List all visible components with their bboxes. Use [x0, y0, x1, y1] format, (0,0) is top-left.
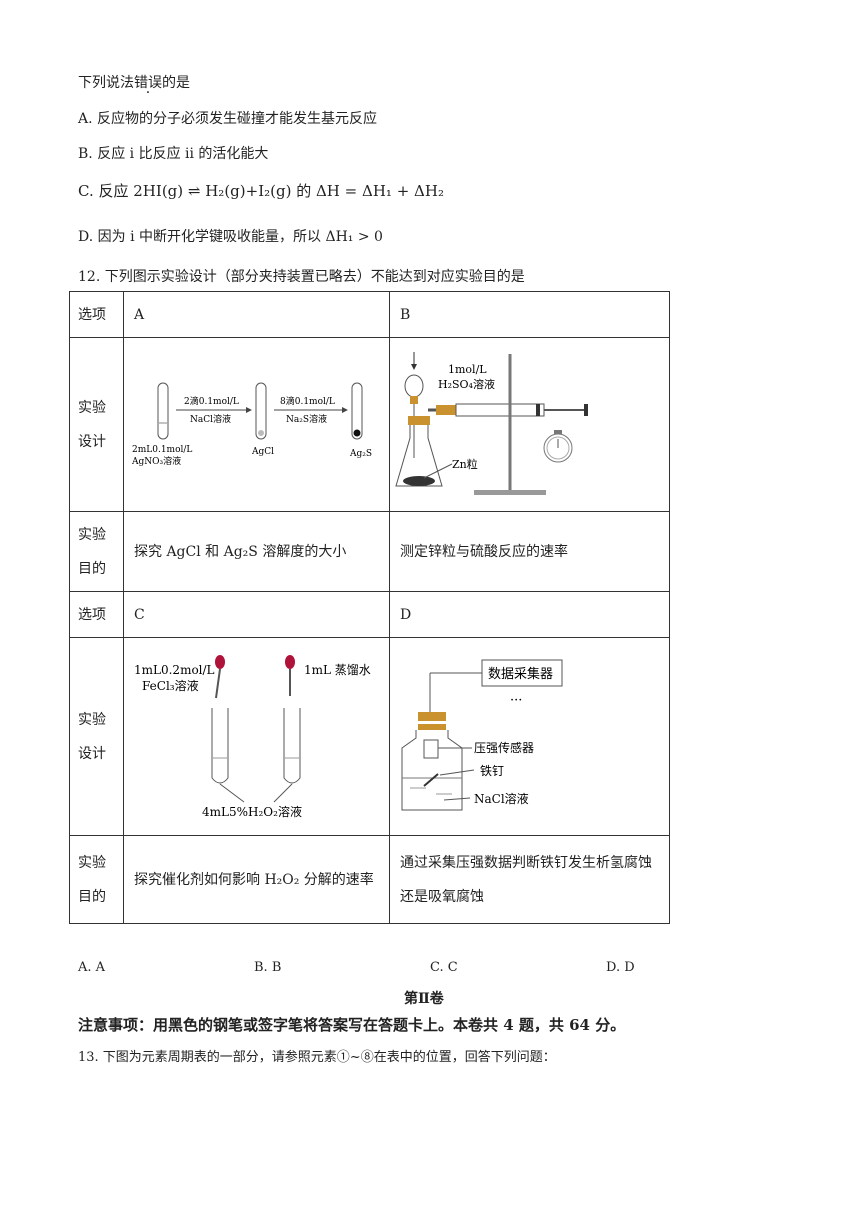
b-acid-label2: H₂SO₄溶液 — [438, 377, 495, 391]
answer-a: A. A — [78, 960, 106, 975]
d-nail-label: 铁钉 — [480, 764, 504, 778]
a-tube3-label: Ag₂S — [349, 449, 372, 459]
a-tube1-label2: AgNO₃溶液 — [131, 455, 181, 467]
emphasis-word: 错误 — [134, 75, 162, 91]
a-arrow1-label2: NaCl溶液 — [190, 413, 231, 425]
design-header: 实验设计 — [69, 337, 124, 512]
c-right-label: 1mL 蒸馏水 — [304, 663, 371, 677]
a-arrow1-label: 2滴0.1mol/L — [184, 395, 239, 407]
option-b-letter: B — [389, 291, 670, 338]
option-header-2: 选项 — [69, 591, 124, 638]
d-collector-label: 数据采集器 — [488, 666, 553, 682]
c-left-label2: FeCl₃溶液 — [142, 678, 199, 693]
goal-b: 测定锌粒与硫酸反应的速率 — [389, 511, 670, 592]
a-arrow2-label2: Na₂S溶液 — [286, 413, 327, 425]
option-a-letter: A — [123, 291, 390, 338]
goal-header: 实验目的 — [69, 511, 124, 592]
a-tube2-label: AgCl — [251, 447, 274, 457]
figure-a: 2mL0.1mol/L AgNO₃溶液 2滴0.1mol/L NaCl溶液 Ag… — [123, 337, 390, 512]
goal-a: 探究 AgCl 和 Ag₂S 溶解度的大小 — [123, 511, 390, 592]
figure-d: 数据采集器 ··· 压强传感器 铁钉 NaCl溶液 — [389, 637, 670, 836]
goal-header-2: 实验目的 — [69, 835, 124, 924]
option-d-letter: D — [389, 591, 670, 638]
svg-text:···: ··· — [510, 693, 522, 708]
d-sensor-label: 压强传感器 — [474, 740, 534, 755]
q12-stem: 12. 下列图示实验设计（部分夹持装置已略去）不能达到对应实验目的是 — [78, 269, 525, 285]
figure-c: 1mL0.2mol/L FeCl₃溶液 1mL 蒸馏水 4mL5%H₂O₂溶液 — [123, 637, 390, 836]
design-header-2: 实验设计 — [69, 637, 124, 836]
option-d: D. 因为 i 中断开化学键吸收能量，所以 ΔH₁ > 0 — [78, 229, 383, 245]
goal-d: 通过采集压强数据判断铁钉发生析氢腐蚀还是吸氧腐蚀 — [389, 835, 670, 924]
experiment-table: 选项 A B 实验设计 2mL0.1mol/L AgNO₃溶液 2滴0.1mol… — [69, 291, 670, 924]
q13-stem: 13. 下图为元素周期表的一部分，请参照元素①~⑧在表中的位置，回答下列问题： — [78, 1050, 556, 1065]
b-zn-label: Zn粒 — [452, 457, 478, 471]
c-left-label: 1mL0.2mol/L — [134, 663, 215, 677]
notice: 注意事项：用黑色的钢笔或签字笔将答案写在答题卡上。本卷共 4 题，共 64 分。 — [78, 1016, 626, 1034]
a-tube1-label: 2mL0.1mol/L — [132, 445, 192, 455]
d-solution-label: NaCl溶液 — [474, 791, 529, 806]
question-intro: 下列说法错误的是 — [78, 72, 190, 92]
a-arrow2-label: 8滴0.1mol/L — [280, 395, 335, 407]
goal-c: 探究催化剂如何影响 H₂O₂ 分解的速率 — [123, 835, 390, 924]
answer-c: C. C — [430, 960, 458, 975]
option-a: A. 反应物的分子必须发生碰撞才能发生基元反应 — [78, 111, 378, 127]
option-b: B. 反应 i 比反应 ii 的活化能大 — [78, 146, 269, 162]
figure-b: 1mol/L H₂SO₄溶液 Zn粒 — [389, 337, 670, 512]
c-bottom-label: 4mL5%H₂O₂溶液 — [202, 804, 302, 819]
answer-b: B. B — [254, 960, 282, 975]
b-acid-label: 1mol/L — [448, 363, 487, 376]
option-c: C. 反应 2HI(g) ⇌ H₂(g)+I₂(g) 的 ΔH = ΔH₁ + … — [78, 182, 444, 200]
option-header: 选项 — [69, 291, 124, 338]
option-c-letter: C — [123, 591, 390, 638]
answer-d: D. D — [606, 960, 635, 975]
section-title: 第Ⅱ卷 — [404, 991, 444, 1007]
